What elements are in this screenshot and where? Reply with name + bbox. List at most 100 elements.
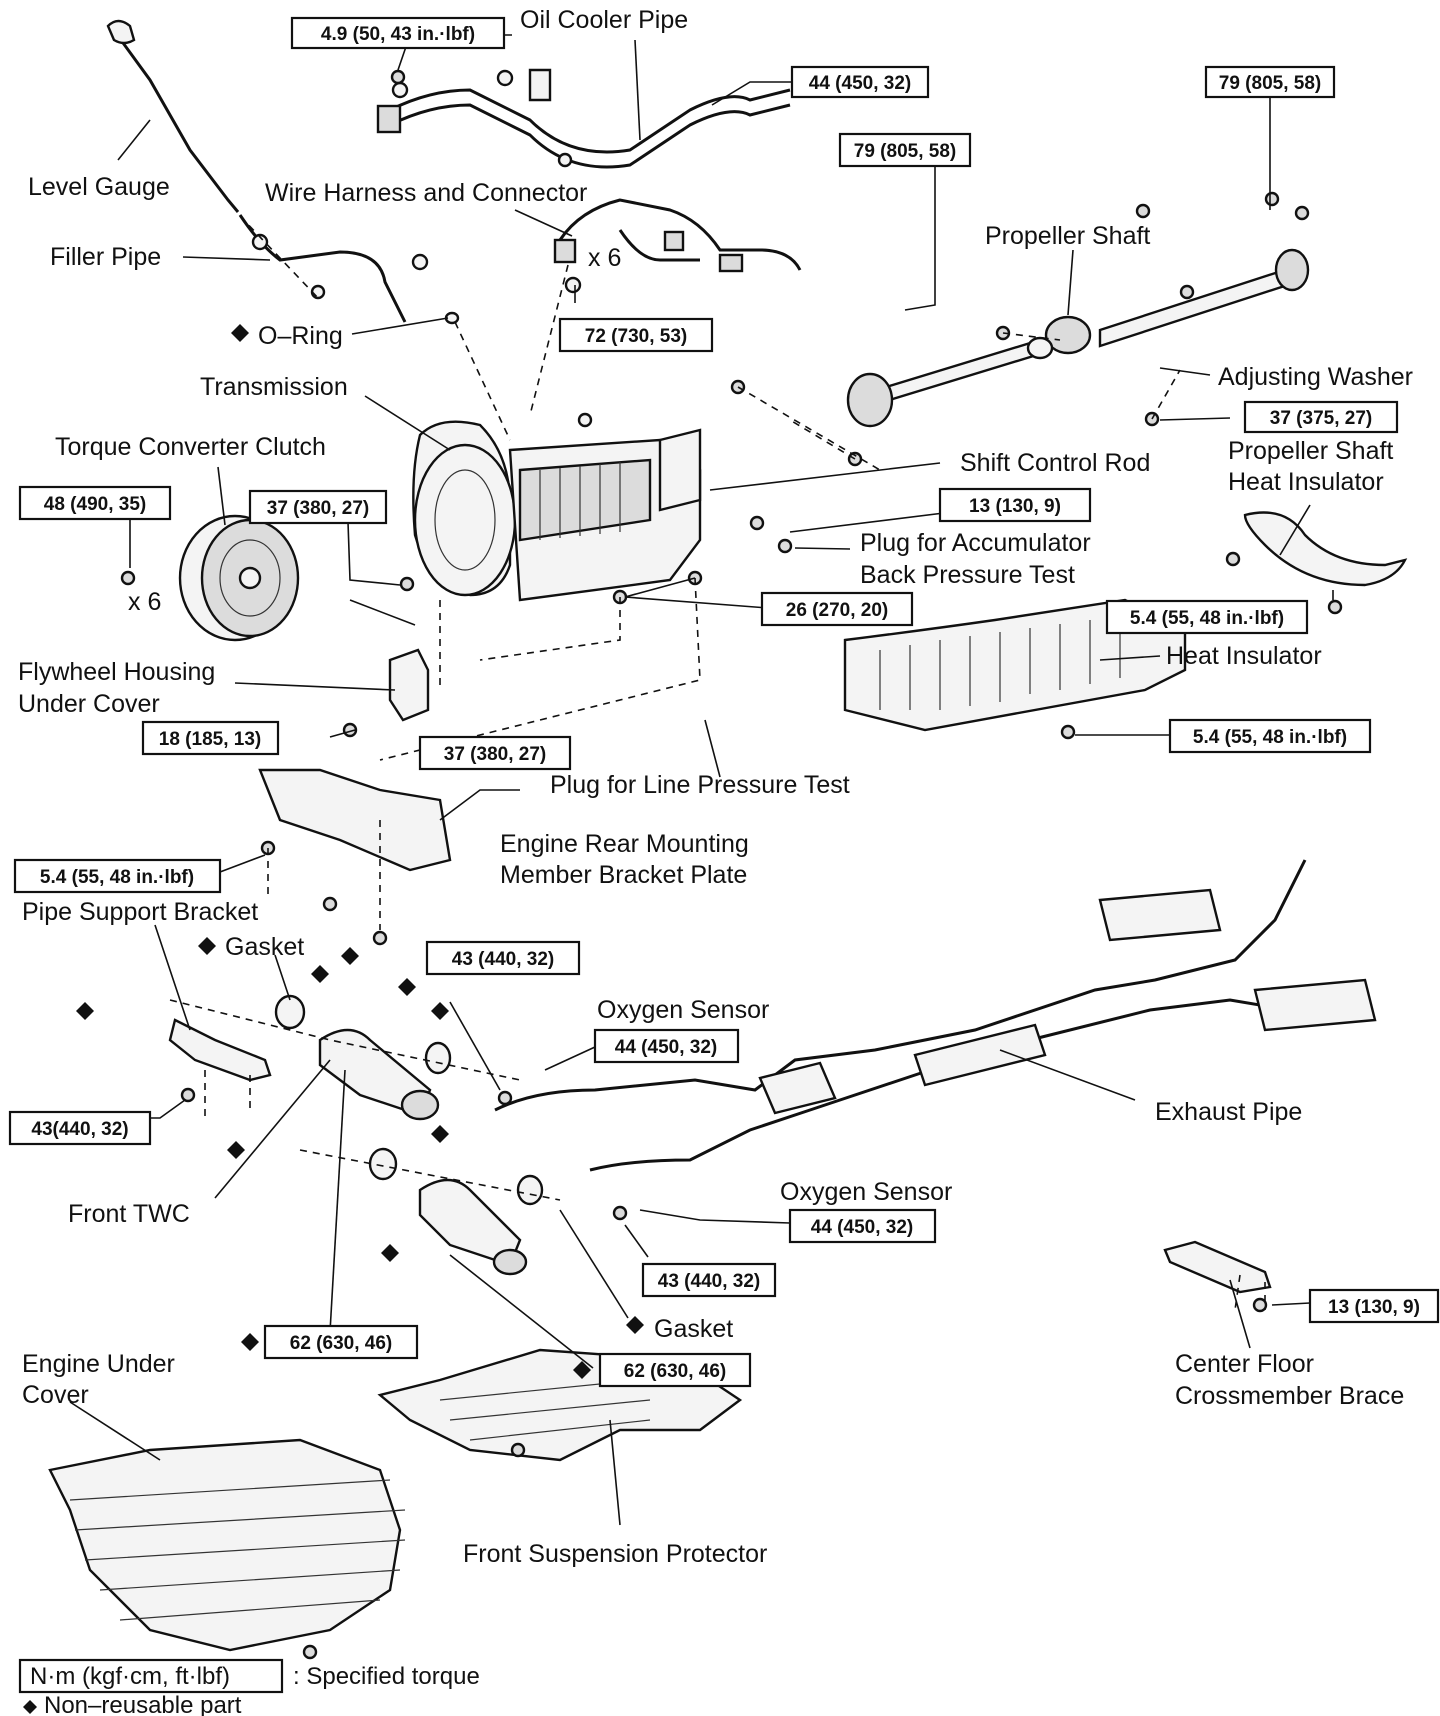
label-level-gauge: Level Gauge: [28, 173, 170, 201]
torque-spec-prop-insulator: 5.4 (55, 48 in.·lbf): [1105, 599, 1309, 635]
front-twc-lower-drawing: [418, 1178, 528, 1276]
svg-text:5.4 (55, 48 in.·lbf): 5.4 (55, 48 in.·lbf): [1130, 608, 1284, 629]
torque-spec-converter: 48 (490, 35): [18, 485, 172, 521]
propeller-shaft-drawing: [846, 248, 1310, 428]
label-engine-under-cover-2: Cover: [22, 1381, 89, 1409]
torque-spec-oxygen-1: 44 (450, 32): [593, 1028, 740, 1064]
svg-text:62 (630, 46): 62 (630, 46): [290, 1333, 392, 1354]
svg-text:26 (270, 20): 26 (270, 20): [786, 600, 888, 621]
diamond-icon: [431, 1002, 449, 1020]
label-x6-converter: x 6: [128, 588, 161, 616]
label-pipe-support-bracket: Pipe Support Bracket: [22, 898, 258, 926]
exhaust-pipe-drawing: [494, 859, 1377, 1172]
level-gauge-drawing: [106, 19, 240, 213]
label-adjusting-washer: Adjusting Washer: [1218, 363, 1413, 391]
torque-spec-pipe-support: 43(440, 32): [8, 1110, 152, 1146]
diamond-icon: [341, 947, 359, 965]
non-reusable-markers: [76, 324, 644, 1379]
diamond-icon: [231, 324, 249, 342]
diamond-icon: [573, 1361, 591, 1379]
leader-lines: [69, 34, 1334, 1526]
legend-torque-text: : Specified torque: [293, 1663, 480, 1690]
label-exhaust-pipe: Exhaust Pipe: [1155, 1098, 1302, 1126]
torque-spec-oil-cooler-pipe: 44 (450, 32): [790, 65, 930, 99]
engine-under-cover-drawing: [48, 1438, 406, 1652]
torque-spec-rear-nut: 43 (440, 32): [641, 1262, 777, 1298]
legend: N·m (kgf·cm, ft·lbf) : Specified torque: [18, 1658, 480, 1694]
label-flywheel-cover: Flywheel Housing: [18, 658, 215, 686]
label-engine-rear-mount: Engine Rear Mounting: [500, 830, 749, 858]
label-o-ring: O–Ring: [258, 322, 343, 350]
diamond-icon: [311, 965, 329, 983]
diamond-icon: [23, 1700, 37, 1714]
flywheel-cover-drawing: [388, 648, 430, 722]
pipe-support-bracket-drawing: [168, 1018, 272, 1082]
diamond-icon: [227, 1141, 245, 1159]
svg-text:13 (130, 9): 13 (130, 9): [1328, 1297, 1420, 1318]
prop-heat-insulator-drawing: [1243, 511, 1408, 587]
label-gasket-bottom: Gasket: [654, 1315, 733, 1343]
svg-text:43 (440, 32): 43 (440, 32): [658, 1271, 760, 1292]
torque-spec-housing: 37 (380, 27): [248, 489, 388, 525]
label-transmission: Transmission: [200, 373, 348, 401]
label-heat-insulator: Heat Insulator: [1166, 642, 1322, 670]
torque-spec-harness: 72 (730, 53): [558, 317, 714, 353]
gaskets-drawing: [274, 994, 544, 1206]
svg-text:13 (130, 9): 13 (130, 9): [969, 496, 1061, 517]
diamond-icon: [431, 1125, 449, 1143]
torque-spec-adjusting-washer: 37 (375, 27): [1243, 400, 1399, 434]
torque-spec-oil-cooler-bolt: 4.9 (50, 43 in.·lbf): [290, 16, 506, 50]
label-propeller-shaft: Propeller Shaft: [985, 222, 1150, 250]
torque-spec-lower-bolts: 37 (380, 27): [418, 735, 572, 771]
diamond-icon: [381, 1244, 399, 1262]
label-plug-line-pressure: Plug for Line Pressure Test: [550, 771, 850, 799]
torque-spec-center-floor: 13 (130, 9): [1308, 1288, 1440, 1324]
label-shift-control-rod: Shift Control Rod: [960, 449, 1150, 477]
svg-text:18 (185, 13): 18 (185, 13): [159, 729, 261, 750]
svg-text:4.9 (50, 43 in.·lbf): 4.9 (50, 43 in.·lbf): [321, 24, 475, 45]
svg-text:37 (380, 27): 37 (380, 27): [444, 744, 546, 765]
svg-text:44 (450, 32): 44 (450, 32): [615, 1037, 717, 1058]
label-engine-under-cover: Engine Under: [22, 1350, 175, 1378]
legend-torque-format: N·m (kgf·cm, ft·lbf): [30, 1663, 230, 1690]
bolts-drawing: [120, 69, 1343, 1660]
torque-spec-oxygen-2: 44 (450, 32): [788, 1208, 937, 1244]
svg-text:37 (375, 27): 37 (375, 27): [1270, 408, 1372, 429]
oil-cooler-pipe-drawing: [376, 68, 791, 169]
svg-text:44 (450, 32): 44 (450, 32): [811, 1217, 913, 1238]
torque-spec-front-twc-nut: 43 (440, 32): [425, 940, 581, 976]
torque-spec-prop-front: 79 (805, 58): [838, 132, 972, 168]
label-prop-heat-insulator-2: Heat Insulator: [1228, 468, 1384, 496]
filler-pipe-drawing: [238, 214, 429, 323]
label-x6-harness: x 6: [588, 244, 621, 272]
diamond-icon: [198, 937, 216, 955]
torque-spec-accumulator: 13 (130, 9): [938, 487, 1092, 523]
torque-converter-drawing: [178, 514, 300, 642]
svg-text:44 (450, 32): 44 (450, 32): [809, 73, 911, 94]
label-gasket-top: Gasket: [225, 933, 304, 961]
svg-text:5.4 (55, 48 in.·lbf): 5.4 (55, 48 in.·lbf): [40, 867, 194, 888]
svg-text:62 (630, 46): 62 (630, 46): [624, 1361, 726, 1382]
legend-non-reusable-row: Non–reusable part: [23, 1692, 242, 1716]
label-engine-rear-mount-2: Member Bracket Plate: [500, 861, 747, 889]
svg-text:5.4 (55, 48 in.·lbf): 5.4 (55, 48 in.·lbf): [1193, 727, 1347, 748]
svg-text:79 (805, 58): 79 (805, 58): [1219, 73, 1321, 94]
assembly-dash-lines: [169, 215, 1266, 1311]
center-floor-brace-drawing: [1163, 1240, 1272, 1294]
bracket-plate-drawing: [258, 768, 452, 872]
legend-torque-box: [18, 1658, 284, 1694]
label-oxygen-sensor-2: Oxygen Sensor: [780, 1178, 952, 1206]
torque-spec-heat-insulator: 5.4 (55, 48 in.·lbf): [1168, 718, 1372, 754]
label-center-floor: Center Floor: [1175, 1350, 1314, 1378]
svg-text:79 (805, 58): 79 (805, 58): [854, 141, 956, 162]
front-twc-upper-drawing: [318, 1028, 440, 1121]
label-plug-accumulator-2: Back Pressure Test: [860, 561, 1075, 589]
label-oxygen-sensor-1: Oxygen Sensor: [597, 996, 769, 1024]
label-center-floor-2: Crossmember Brace: [1175, 1382, 1404, 1410]
label-wire-harness: Wire Harness and Connector: [265, 179, 587, 207]
torque-spec-prop-rear: 79 (805, 58): [1204, 65, 1336, 99]
torque-spec-bracket-plate: 5.4 (55, 48 in.·lbf): [13, 858, 222, 894]
label-plug-accumulator: Plug for Accumulator: [860, 529, 1091, 557]
torque-spec-mount: 26 (270, 20): [760, 591, 914, 627]
